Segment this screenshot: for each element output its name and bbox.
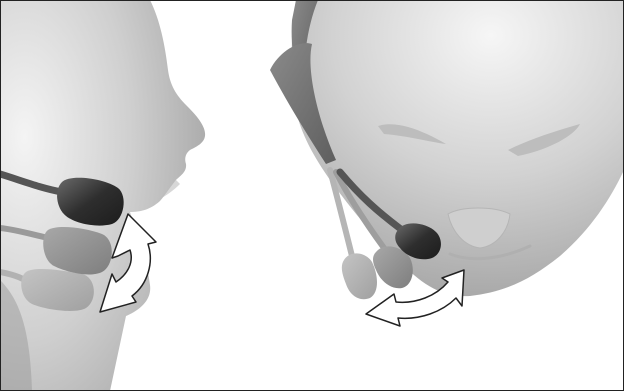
head-front xyxy=(292,0,624,296)
curved-double-arrow-icon xyxy=(366,270,464,326)
